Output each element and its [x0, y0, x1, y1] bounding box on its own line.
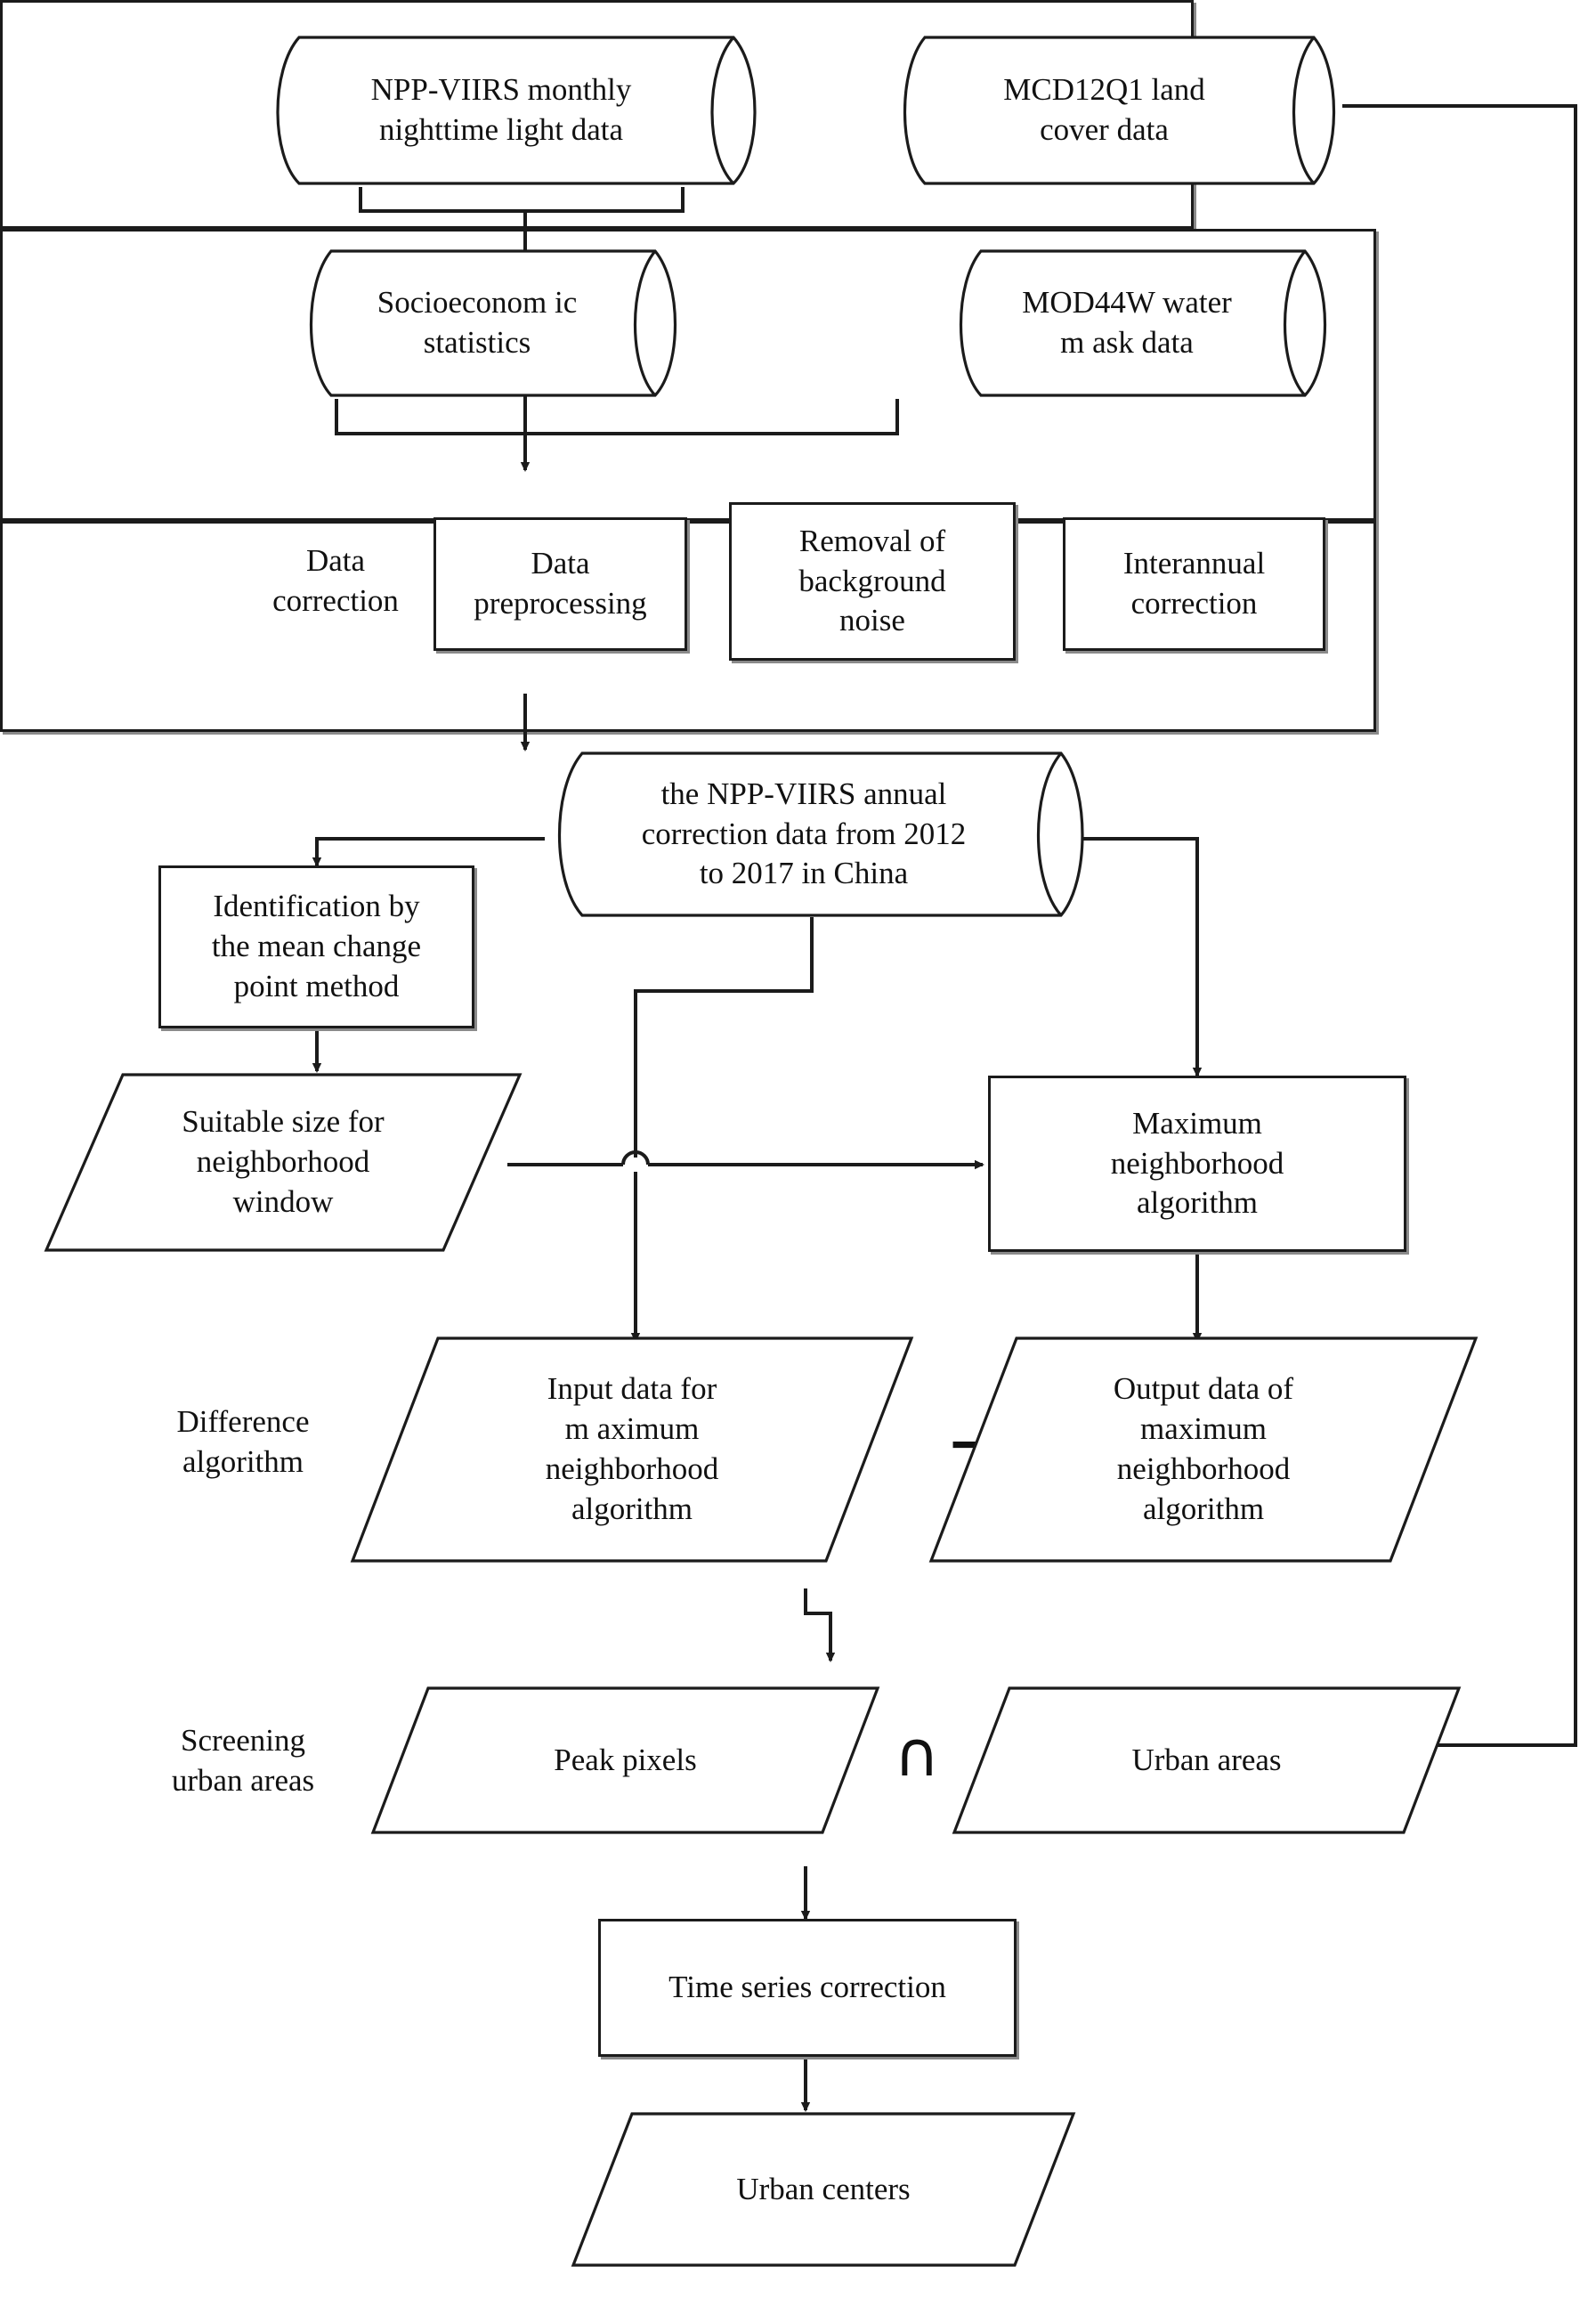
node-label: MCD12Q1 land cover data [1003, 72, 1205, 147]
node-socioeconomic-statistics: Socioeconom ic statistics [301, 248, 685, 399]
node-label: Suitable size for neighborhood window [182, 1104, 385, 1219]
node-label: Peak pixels [554, 1742, 697, 1777]
node-data-preprocessing: Data preprocessing [433, 517, 687, 651]
node-label: Time series correction [668, 1970, 946, 2005]
node-interannual-correction: Interannual correction [1063, 517, 1325, 651]
node-label: Data preprocessing [474, 546, 647, 621]
edge-npp-annual-to-input-data-part1 [634, 917, 814, 1147]
node-label: Input data for m aximum neighborhood alg… [545, 1371, 719, 1526]
edge-npp-annual-to-identification [312, 837, 545, 867]
node-removal-of-background-noise: Removal of background noise [729, 502, 1016, 661]
cylinder-shape [267, 34, 766, 187]
node-maximum-neighborhood-algorithm: Maximum neighborhood algorithm [988, 1076, 1406, 1252]
cylinder-shape [301, 248, 685, 399]
parallelogram-shape [570, 2110, 1077, 2269]
node-label: the NPP-VIIRS annual correction data fro… [641, 776, 967, 891]
node-mod44w-water-mask-data: MOD44W water m ask data [951, 248, 1335, 399]
node-output-data-of-maximum-neighborhood-algorithm: Output data of maximum neighborhood algo… [928, 1335, 1479, 1564]
edge-difference-to-peak-pixels [804, 1588, 836, 1662]
parallelogram-shape [349, 1335, 915, 1564]
node-npp-viirs-annual-correction-data: the NPP-VIIRS annual correction data fro… [545, 750, 1097, 919]
operator-intersection: ∩ [894, 1718, 940, 1791]
parallelogram-shape [369, 1685, 881, 1836]
cylinder-shape [951, 248, 1335, 399]
parallelogram-shape [43, 1071, 523, 1254]
parallelogram-shape [928, 1335, 1479, 1564]
group-label-data-correction: Data correction [272, 543, 399, 618]
node-npp-viirs-monthly-data: NPP-VIIRS monthly nighttime light data [267, 34, 766, 187]
parallelogram-shape [951, 1685, 1462, 1836]
node-label: NPP-VIIRS monthly nighttime light data [370, 72, 632, 147]
cylinder-shape [895, 34, 1344, 187]
node-input-data-for-maximum-neighborhood-algorithm: Input data for m aximum neighborhood alg… [349, 1335, 915, 1564]
node-identification-mean-change-point: Identification by the mean change point … [158, 865, 474, 1028]
node-mcd12q1-land-cover-data: MCD12Q1 land cover data [895, 34, 1344, 187]
node-label: Output data of maximum neighborhood algo… [1113, 1371, 1294, 1526]
node-label: MOD44W water m ask data [1022, 285, 1232, 360]
node-time-series-correction: Time series correction [598, 1919, 1017, 2057]
node-urban-centers: Urban centers [570, 2110, 1077, 2269]
node-label: Socioeconom ic statistics [377, 285, 578, 360]
node-peak-pixels: Peak pixels [369, 1685, 881, 1836]
node-label: Urban centers [736, 2171, 911, 2206]
node-label: Identification by the mean change point … [211, 889, 422, 1003]
node-label: Removal of background noise [798, 523, 946, 638]
node-label: Interannual correction [1122, 546, 1266, 621]
node-label: Maximum neighborhood algorithm [1110, 1105, 1284, 1221]
node-label: Urban areas [1131, 1742, 1282, 1777]
node-suitable-size-neighborhood-window: Suitable size for neighborhood window [43, 1071, 523, 1254]
group-label-screening-urban-areas: Screening urban areas [171, 1722, 315, 1798]
group-label-difference-algorithm: Difference algorithm [176, 1403, 310, 1479]
cylinder-shape [545, 750, 1097, 919]
node-urban-areas: Urban areas [951, 1685, 1462, 1836]
edge-line-hop-bridge [621, 1150, 650, 1166]
